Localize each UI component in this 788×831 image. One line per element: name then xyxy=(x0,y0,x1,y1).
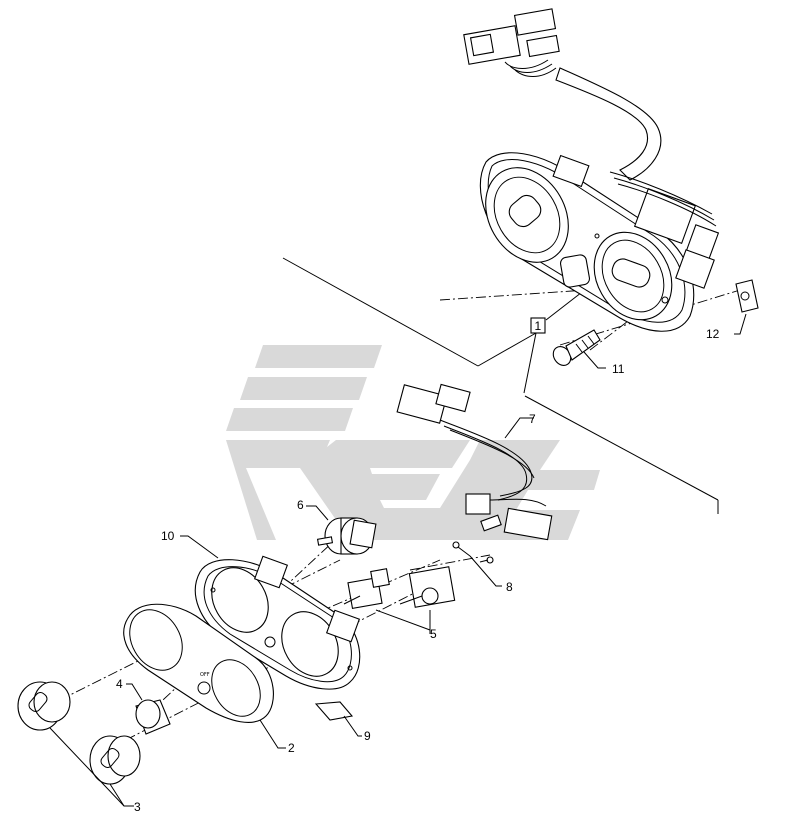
part-3-knobs xyxy=(17,681,141,807)
callout-1-box xyxy=(530,317,546,334)
callout-2: 2 xyxy=(288,741,295,755)
callout-12: 12 xyxy=(706,327,720,341)
assembled-control-panel xyxy=(463,8,720,332)
part-12-clip xyxy=(734,279,759,335)
part-11-screw xyxy=(552,329,606,369)
svg-text:OFF: OFF xyxy=(200,672,210,678)
callout-11: 11 xyxy=(612,362,625,376)
callout-5: 5 xyxy=(430,627,437,641)
callout-8: 8 xyxy=(506,580,513,594)
callout-10: 10 xyxy=(161,529,175,543)
part-8-screws xyxy=(452,541,502,587)
part-10-rear-bezel xyxy=(180,535,361,690)
part-5-switches xyxy=(343,566,456,634)
callout-3: 3 xyxy=(134,800,141,814)
callout-9: 9 xyxy=(364,729,371,743)
part-7-wiring-harness xyxy=(396,383,553,541)
part-6-rotary-switch xyxy=(306,505,377,555)
callout-1: 1 xyxy=(535,319,542,333)
callout-7: 7 xyxy=(529,412,536,426)
part-4-small-knob xyxy=(126,683,171,735)
brand-logo-watermark xyxy=(226,345,600,540)
part-2-faceplate: OFF xyxy=(123,603,286,749)
part-9-label-sticker xyxy=(314,701,362,737)
callout-labels: 1 2 3 4 5 6 7 8 9 10 11 12 xyxy=(116,317,720,814)
callout-4: 4 xyxy=(116,677,123,691)
callout-6: 6 xyxy=(297,498,304,512)
